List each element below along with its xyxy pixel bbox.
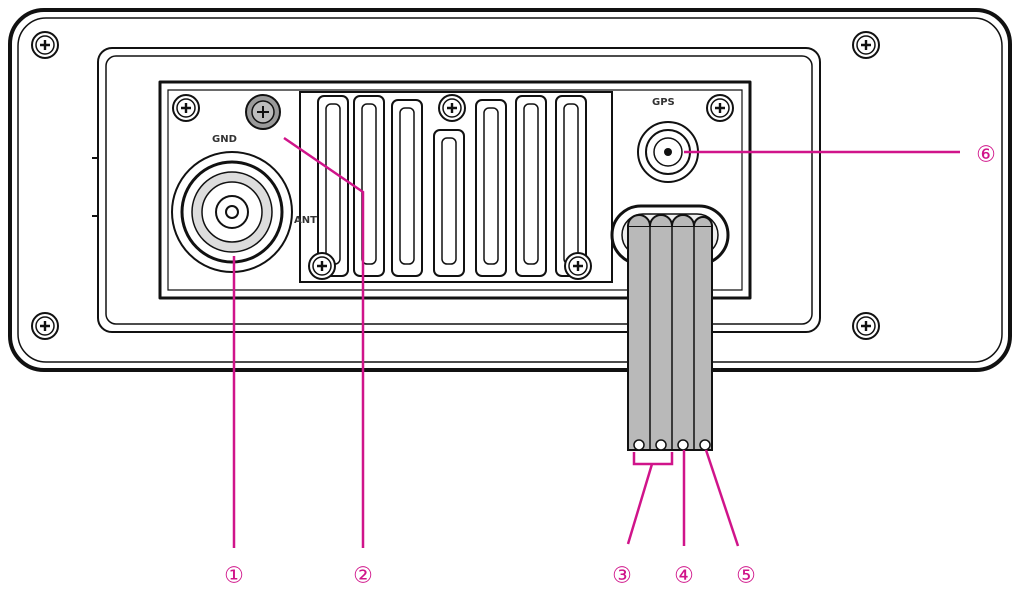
- plate-screw-3: [705, 93, 735, 123]
- screw-icon: [851, 311, 881, 341]
- leader-line-5: [704, 449, 740, 547]
- ground-label: GND: [212, 134, 237, 145]
- antenna-label: ANT: [294, 215, 317, 226]
- corner-screw-top-right: [851, 30, 881, 60]
- screw-icon: [171, 93, 201, 123]
- cable-bundle: [627, 214, 713, 451]
- plate-screw-2: [437, 93, 467, 123]
- screw-icon: [30, 30, 60, 60]
- leader-line-2: [283, 136, 365, 548]
- callout-4: ④: [674, 564, 694, 589]
- screw-icon: [30, 311, 60, 341]
- screw-icon: [705, 93, 735, 123]
- callout-3: ③: [612, 564, 632, 589]
- callout-6: ⑥: [976, 143, 996, 168]
- leader-line-3: [626, 452, 674, 545]
- antenna-connector: [171, 151, 293, 273]
- gps-label: GPS: [652, 97, 675, 108]
- screw-icon: [307, 251, 337, 281]
- plate-screw-5: [563, 251, 593, 281]
- corner-screw-bottom-right: [851, 311, 881, 341]
- corner-screw-top-left: [30, 30, 60, 60]
- screw-icon: [437, 93, 467, 123]
- screw-icon: [563, 251, 593, 281]
- callout-2: ②: [353, 564, 373, 589]
- plate-screw-1: [171, 93, 201, 123]
- callout-5: ⑤: [736, 564, 756, 589]
- corner-screw-bottom-left: [30, 311, 60, 341]
- plate-screw-4: [307, 251, 337, 281]
- callout-1: ①: [224, 564, 244, 589]
- heatsink: [299, 91, 613, 283]
- ground-terminal: [245, 94, 281, 130]
- screw-icon: [851, 30, 881, 60]
